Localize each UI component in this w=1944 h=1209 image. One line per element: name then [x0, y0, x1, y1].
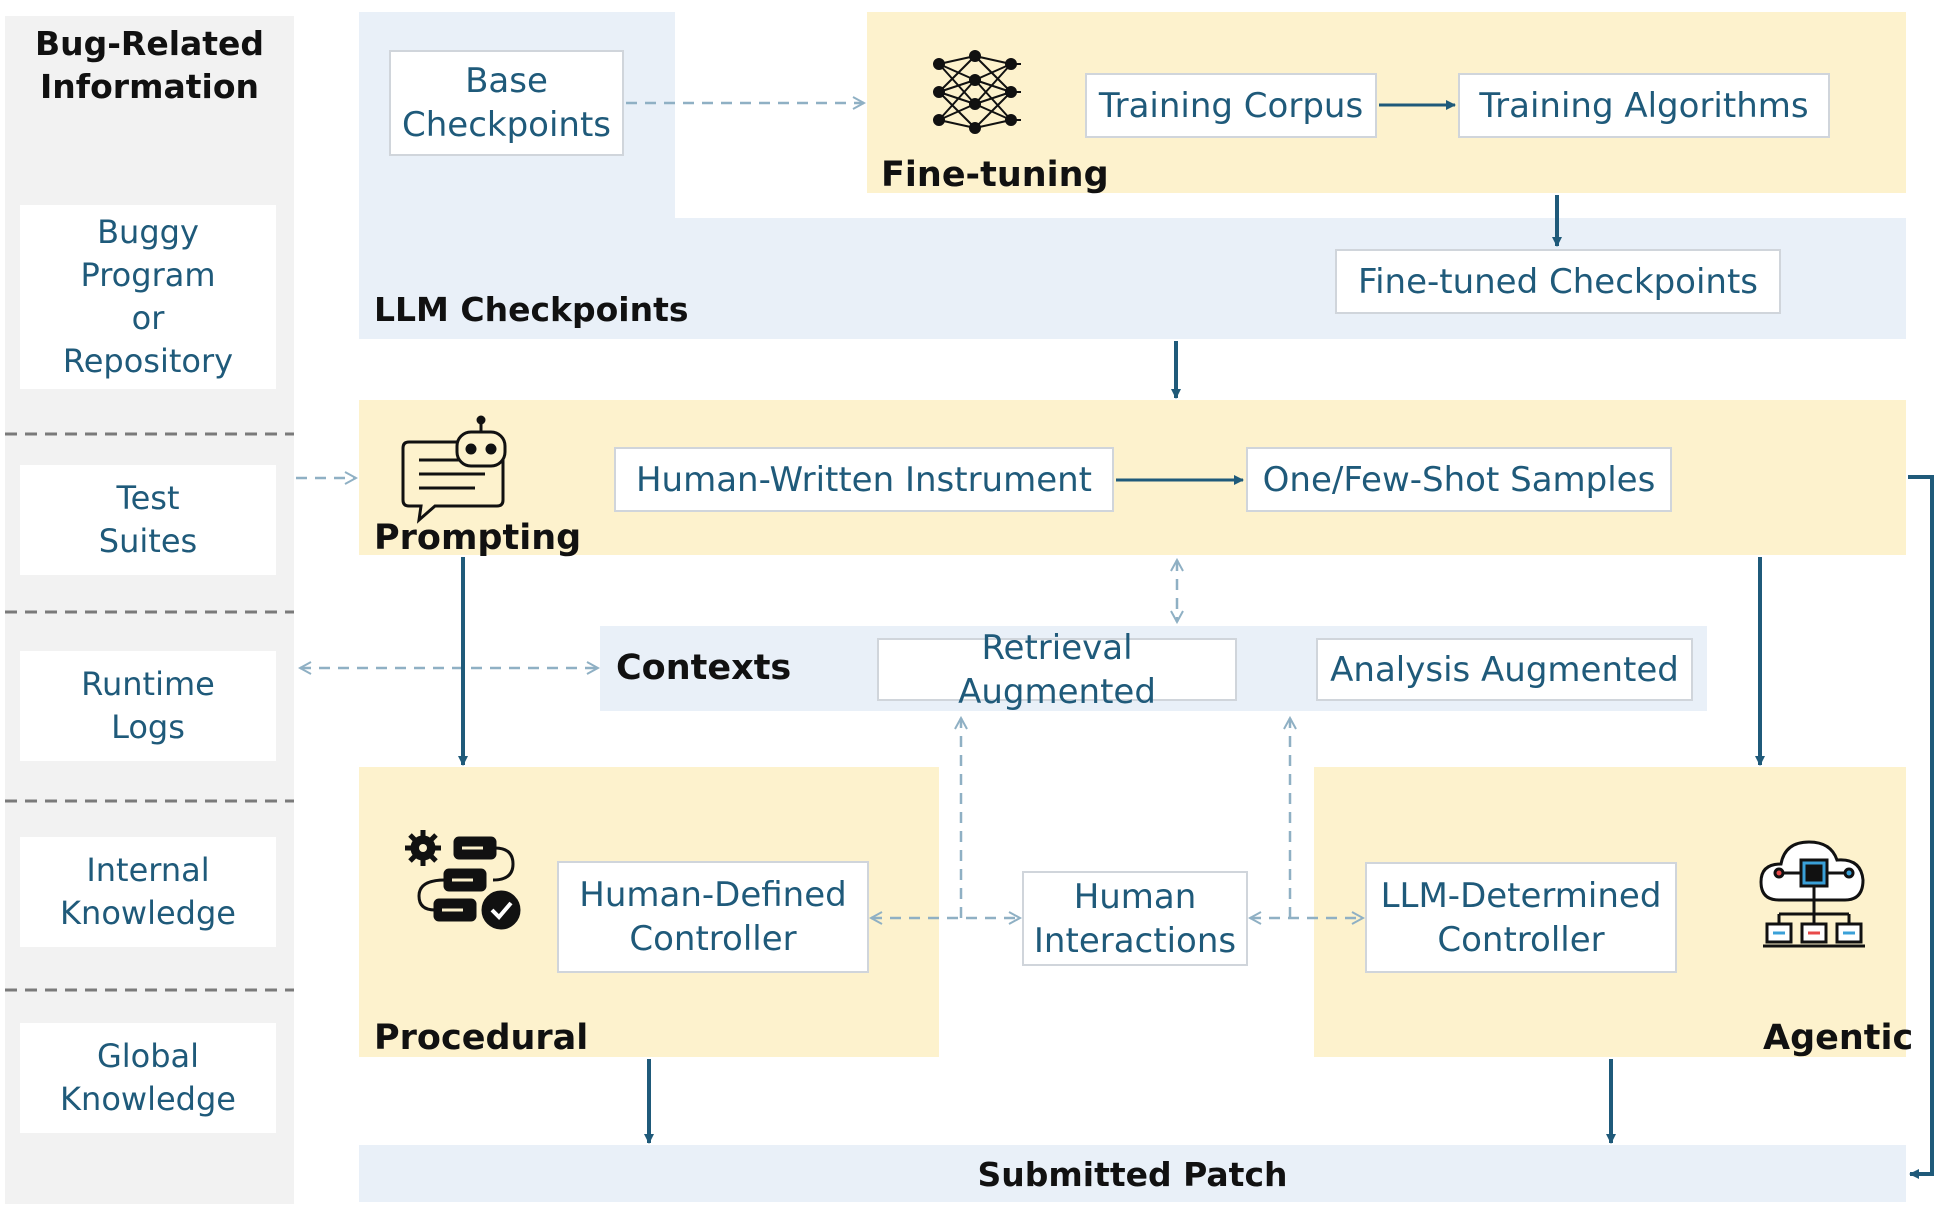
- prompting-label: Prompting: [374, 518, 582, 558]
- workflow-gear-icon: [405, 830, 521, 930]
- fine-tuning-label: Fine-tuning: [881, 155, 1109, 195]
- human-interactions-box: Human Interactions: [1022, 871, 1248, 966]
- training-corpus-box: Training Corpus: [1085, 73, 1377, 138]
- sidebar-item-test-suites: Test Suites: [20, 465, 276, 575]
- sidebar-item-internal-knowledge: Internal Knowledge: [20, 837, 276, 947]
- submitted-patch-label: Submitted Patch: [977, 1155, 1288, 1194]
- human-defined-controller-box: Human-Defined Controller: [557, 861, 869, 973]
- contexts-label: Contexts: [616, 648, 792, 688]
- sidebar-item-buggy-program: Buggy Program or Repository: [20, 205, 276, 389]
- sidebar-item-runtime-logs: Runtime Logs: [20, 651, 276, 761]
- base-checkpoints-box: Base Checkpoints: [389, 50, 624, 156]
- bug-info-title: Bug-Related Information: [34, 24, 265, 106]
- llm-checkpoints-label: LLM Checkpoints: [374, 290, 689, 329]
- submitted-patch-panel: [359, 1145, 1906, 1202]
- llm-determined-controller-box: LLM-Determined Controller: [1365, 862, 1677, 973]
- prompting-to-patch-bypass-arrow: [1908, 475, 1934, 1179]
- training-algorithms-box: Training Algorithms: [1458, 73, 1830, 138]
- chatbot-message-icon: [401, 415, 507, 524]
- human-written-instrument-box: Human-Written Instrument: [614, 447, 1114, 512]
- few-shot-samples-box: One/Few-Shot Samples: [1246, 447, 1672, 512]
- cloud-network-icon: [1759, 840, 1865, 948]
- procedural-label: Procedural: [374, 1018, 589, 1058]
- neural-network-icon: [933, 50, 1021, 134]
- agentic-label: Agentic: [1763, 1018, 1914, 1058]
- analysis-augmented-box: Analysis Augmented: [1316, 638, 1693, 701]
- fine-tuned-checkpoints-box: Fine-tuned Checkpoints: [1335, 249, 1781, 314]
- sidebar-item-global-knowledge: Global Knowledge: [20, 1023, 276, 1133]
- sidebar-separators: [5, 432, 294, 992]
